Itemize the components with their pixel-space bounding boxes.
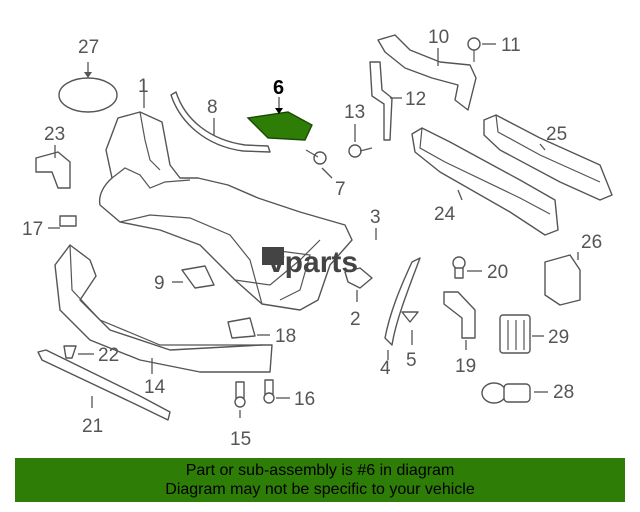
callout-26: 26 bbox=[581, 232, 602, 253]
callout-3: 3 bbox=[370, 207, 381, 228]
callout-19: 19 bbox=[455, 356, 476, 377]
part-27-emblem[interactable]: 27 bbox=[58, 37, 118, 113]
callout-17: 17 bbox=[22, 219, 43, 240]
info-banner: Part or sub-assembly is #6 in diagram Di… bbox=[15, 458, 625, 502]
part-9-bracket[interactable]: 9 bbox=[154, 265, 215, 294]
callout-18: 18 bbox=[275, 326, 296, 347]
part-1-bumper-cover[interactable]: 1 bbox=[98, 76, 353, 311]
part-17-clip[interactable]: 17 bbox=[22, 215, 77, 240]
part-22-clip[interactable]: 22 bbox=[63, 345, 119, 366]
callout-12: 12 bbox=[405, 89, 426, 110]
callout-13: 13 bbox=[344, 102, 365, 123]
watermark-text: vparts bbox=[268, 246, 358, 279]
part-25-absorber[interactable]: 25 bbox=[483, 114, 613, 201]
part-4-side-molding[interactable]: 4 bbox=[380, 257, 421, 379]
callout-14: 14 bbox=[144, 377, 166, 398]
part-14-lower-spoiler[interactable]: 14 bbox=[54, 244, 273, 398]
banner-line-2: Diagram may not be specific to your vehi… bbox=[165, 481, 475, 498]
part-6-shape bbox=[246, 111, 313, 141]
banner-line-1: Part or sub-assembly is #6 in diagram bbox=[185, 462, 455, 479]
callout-29: 29 bbox=[548, 327, 569, 348]
part-12-bracket[interactable]: 12 bbox=[369, 61, 426, 141]
part-16-bolt[interactable]: 16 bbox=[263, 379, 315, 410]
callout-9: 9 bbox=[154, 273, 165, 294]
part-28-park-sensor[interactable]: 28 bbox=[481, 382, 574, 404]
part-11-bolt[interactable]: 11 bbox=[467, 35, 521, 62]
part-23-bracket[interactable]: 23 bbox=[35, 124, 71, 189]
callout-27: 27 bbox=[78, 37, 99, 58]
part-3-clip[interactable]: 3 bbox=[370, 207, 381, 240]
callout-16: 16 bbox=[294, 389, 315, 410]
part-2-bracket[interactable]: 2 bbox=[344, 267, 373, 330]
callout-25: 25 bbox=[546, 124, 567, 145]
callout-10: 10 bbox=[428, 27, 449, 48]
part-24-reinforcement[interactable]: 24 bbox=[411, 127, 559, 236]
callout-21: 21 bbox=[82, 416, 103, 437]
callout-1: 1 bbox=[138, 76, 149, 97]
callout-6: 6 bbox=[273, 77, 284, 99]
callout-22: 22 bbox=[98, 345, 119, 366]
callout-4: 4 bbox=[380, 358, 391, 379]
callout-20: 20 bbox=[487, 262, 508, 283]
part-19-bracket[interactable]: 19 bbox=[443, 291, 476, 377]
watermark-logo: vparts bbox=[262, 246, 358, 279]
callout-5: 5 bbox=[406, 350, 417, 371]
part-21-strip[interactable]: 21 bbox=[37, 349, 171, 437]
part-18-clip[interactable]: 18 bbox=[227, 317, 296, 347]
part-29-housing[interactable]: 29 bbox=[499, 314, 569, 354]
part-26-module[interactable]: 26 bbox=[544, 232, 602, 306]
part-13-bolt[interactable]: 13 bbox=[344, 102, 373, 158]
part-15-bolt[interactable]: 15 bbox=[230, 381, 251, 450]
callout-7: 7 bbox=[335, 179, 346, 200]
part-20-clip[interactable]: 20 bbox=[452, 256, 508, 283]
callout-2: 2 bbox=[350, 309, 361, 330]
part-10-bracket[interactable]: 10 bbox=[377, 27, 477, 111]
callout-11: 11 bbox=[501, 35, 521, 56]
callout-24: 24 bbox=[434, 204, 456, 225]
callout-23: 23 bbox=[44, 124, 65, 145]
part-7-screw[interactable]: 7 bbox=[305, 149, 346, 200]
part-8-molding[interactable]: 8 bbox=[170, 91, 271, 153]
callout-15: 15 bbox=[230, 429, 251, 450]
part-5-clip[interactable]: 5 bbox=[401, 311, 419, 371]
callout-8: 8 bbox=[207, 97, 218, 118]
callout-28: 28 bbox=[553, 382, 574, 403]
part-6-highlighted[interactable]: 6 bbox=[246, 77, 313, 141]
